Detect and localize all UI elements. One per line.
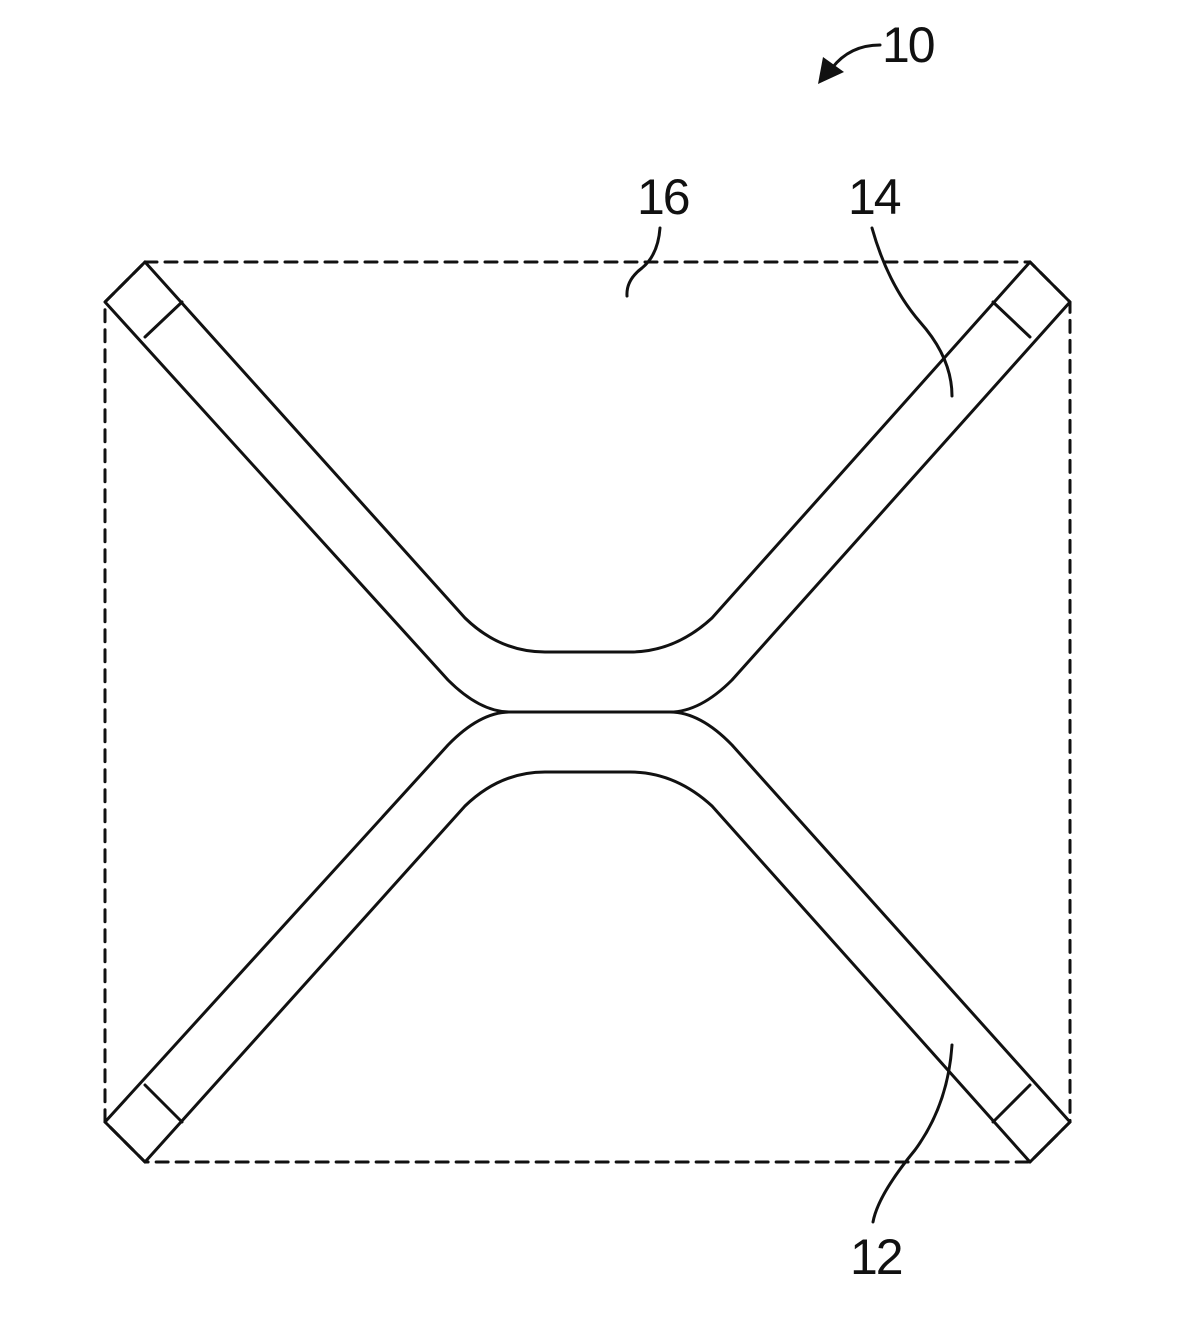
ref-label-10: 10 — [882, 17, 934, 73]
ref-16-group: 16 — [625, 169, 691, 298]
upper-right-end-tab — [991, 300, 1032, 339]
lower-member — [103, 710, 1072, 1164]
lower-right-end-close — [1028, 1120, 1072, 1164]
lower-left-end-tab — [143, 1083, 184, 1124]
lower-right-end-tab — [991, 1083, 1032, 1124]
upper-left-end-tab — [143, 300, 184, 339]
lower-left-end-close — [103, 1120, 147, 1164]
ref-10-group: 10 — [818, 17, 936, 84]
lower-member-outer-edge — [143, 770, 1032, 1164]
ref-10-arrowhead — [818, 57, 844, 84]
ref-14-group: 14 — [848, 169, 954, 398]
ref-14-leader — [870, 226, 954, 398]
lower-member-inner-edge — [103, 710, 1072, 1124]
ref-label-14: 14 — [848, 169, 901, 225]
ref-10-arrow-shaft — [830, 43, 882, 70]
ref-12-group: 12 — [850, 1043, 954, 1285]
ref-16-leader — [625, 226, 662, 298]
ref-12-leader — [871, 1043, 954, 1224]
ref-label-12: 12 — [850, 1229, 902, 1285]
upper-member-outer-edge — [143, 260, 1032, 654]
ref-label-16: 16 — [637, 169, 689, 225]
